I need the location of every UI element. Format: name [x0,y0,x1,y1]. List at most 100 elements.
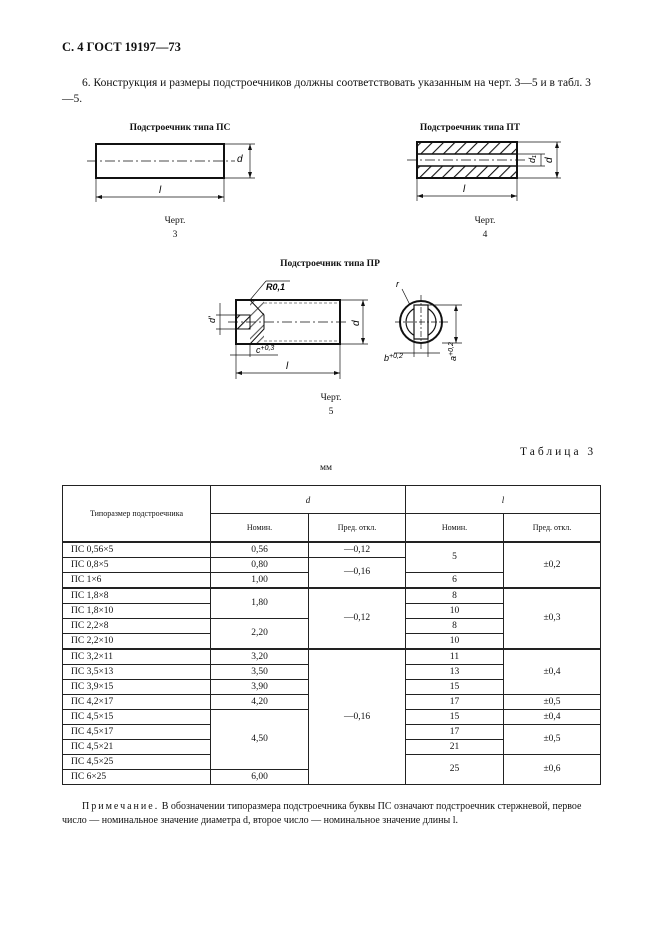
l-nom-cell: 21 [405,738,504,755]
table-row: ПС 4,5×21 21 [62,738,601,755]
header-l: l [404,485,602,514]
fig5-dim-d: d [351,320,362,326]
header-d: d [210,485,406,514]
d-tol-cell: —0,12 [308,540,406,558]
d-nom-cell: 4,20 [210,693,309,710]
table-note: Примечание. В обозначении типоразмера по… [62,800,602,828]
d-tol-cell: —0,12 [308,586,406,649]
l-nom-cell: 8 [405,586,504,604]
l-nom-cell: 15 [405,708,504,725]
size-cell: ПС 1×6 [62,571,211,588]
fig5-caption: Черт. 5 [291,391,371,419]
l-nom-cell: 17 [405,693,504,710]
intro-paragraph: 6. Конструкция и размеры подстроечников … [62,77,591,105]
table-label: Таблица 3 [520,446,597,458]
l-nom-cell: 10 [405,602,504,619]
fig4-dim-d: d [544,157,555,163]
fig4-caption: Черт. 4 [445,214,525,242]
size-cell: ПС 4,5×21 [62,738,211,755]
header-d-nom: Номин. [210,513,309,542]
fig4-caption-number: 4 [482,230,488,240]
d-nom-cell: 3,90 [210,678,309,695]
fig4-drawing: d₁ d l [407,141,561,201]
d-tol-cell: —0,16 [308,556,406,588]
table-row: ПС 0,8×5 0,80 —0,16 [62,556,601,588]
table-row: ПС 1,8×10 10 [62,602,601,619]
fig3-dim-l: l [159,185,162,196]
size-cell: ПС 3,5×13 [62,663,211,680]
table-row: ПС 3,9×15 3,90 15 [62,678,601,695]
header-size: Типоразмер подстроечника [62,485,211,542]
d-nom-cell: 1,00 [210,571,309,588]
l-nom-cell: 10 [405,632,504,649]
fig4-title: Подстроечник типа ПТ [419,123,521,133]
fig5-dim-l: l [286,361,289,372]
fig3-dim-d: d [237,154,243,165]
fig4-dim-l: l [463,184,466,195]
fig5-dim-a: a+0,2 [448,342,458,361]
size-cell: ПС 1,8×8 [62,586,211,604]
l-nom-cell: 11 [405,647,504,665]
d-nom-cell: 3,50 [210,663,309,680]
l-nom-cell: 5 [405,540,504,573]
d-nom-cell: 6,00 [210,768,309,785]
l-tol-cell: ±0,2 [502,540,602,588]
l-nom-cell: 13 [405,663,504,680]
l-nom-cell: 6 [405,571,504,588]
fig5-dim-c: c+0,3 [256,345,274,355]
l-tol-cell: ±0,5 [502,723,602,755]
table-row: ПС 4,2×17 4,20 17 ±0,5 [62,693,602,710]
l-nom-cell: 17 [405,723,504,740]
size-cell: ПС 4,5×15 [62,708,211,725]
l-tol-cell: ±0,5 [502,693,602,710]
fig5-drawing: R0,1 d' c+0,3 d l r b+0,2 a+0,2 [207,279,462,379]
l-tol-cell: ±0,6 [502,753,602,785]
fig5-dim-rr: r [396,279,400,289]
size-cell: ПС 4,5×25 [62,753,211,770]
table-row: ПС 4,5×17 17 ±0,5 [62,723,602,755]
table-row: ПС 3,2×11 3,20 —0,16 11 ±0,4 [62,647,602,785]
header-d-tol: Пред. откл. [308,513,406,542]
l-tol-cell: ±0,4 [502,647,602,695]
size-cell: ПС 3,2×11 [62,647,211,665]
page-header: С. 4 ГОСТ 19197—73 [62,40,181,54]
d-tol-cell: —0,16 [308,647,406,785]
d-nom-cell: 2,20 [210,617,309,649]
fig4-caption-label: Черт. [474,216,496,226]
fig3-caption: Черт. 3 [135,214,215,242]
spec-table: Типоразмер подстроечника d l Номин. Пред… [62,485,602,785]
header-l-tol: Пред. откл. [502,513,602,542]
l-tol-cell: ±0,4 [502,708,602,725]
fig5-caption-number: 5 [328,407,334,417]
header-l-nom: Номин. [405,513,504,542]
fig4-dim-d1: d₁ [527,155,537,163]
fig5-title: Подстроечник типа ПР [280,259,380,269]
note-text: В обозначении типоразмера подстроечника … [62,801,582,826]
d-nom-cell: 4,50 [210,708,309,770]
note-label: Примечание. [82,801,160,812]
l-nom-cell: 8 [405,617,504,634]
d-nom-cell: 0,80 [210,556,309,573]
size-cell: ПС 0,56×5 [62,540,211,558]
size-cell: ПС 4,5×17 [62,723,211,740]
size-cell: ПС 6×25 [62,768,211,785]
table-row: ПС 1,8×8 1,80 —0,12 8 ±0,3 [62,586,602,649]
table-row: ПС 1×6 1,00 6 [62,571,601,588]
size-cell: ПС 2,2×8 [62,617,211,634]
l-tol-cell: ±0,3 [502,586,602,649]
table-row: ПС 4,5×25 25 ±0,6 [62,753,602,785]
table-row: ПС 2,2×10 10 [62,632,601,649]
fig5-caption-label: Черт. [320,393,342,403]
l-nom-cell: 15 [405,678,504,695]
fig3-drawing: d l [87,143,255,202]
fig5-dim-d1: d' [207,316,217,323]
table-row: ПС 0,56×5 0,56 —0,12 5 ±0,2 [62,540,602,588]
fig3-caption-number: 3 [172,230,178,240]
fig5-dim-b: b+0,2 [384,353,403,363]
d-nom-cell: 3,20 [210,647,309,665]
fig3-title: Подстроечник типа ПС [129,123,231,133]
d-nom-cell: 0,56 [210,540,309,558]
table-row: ПС 3,5×13 3,50 13 [62,663,601,680]
fig5-dim-r: R0,1 [266,282,285,292]
l-nom-cell: 25 [405,753,504,785]
